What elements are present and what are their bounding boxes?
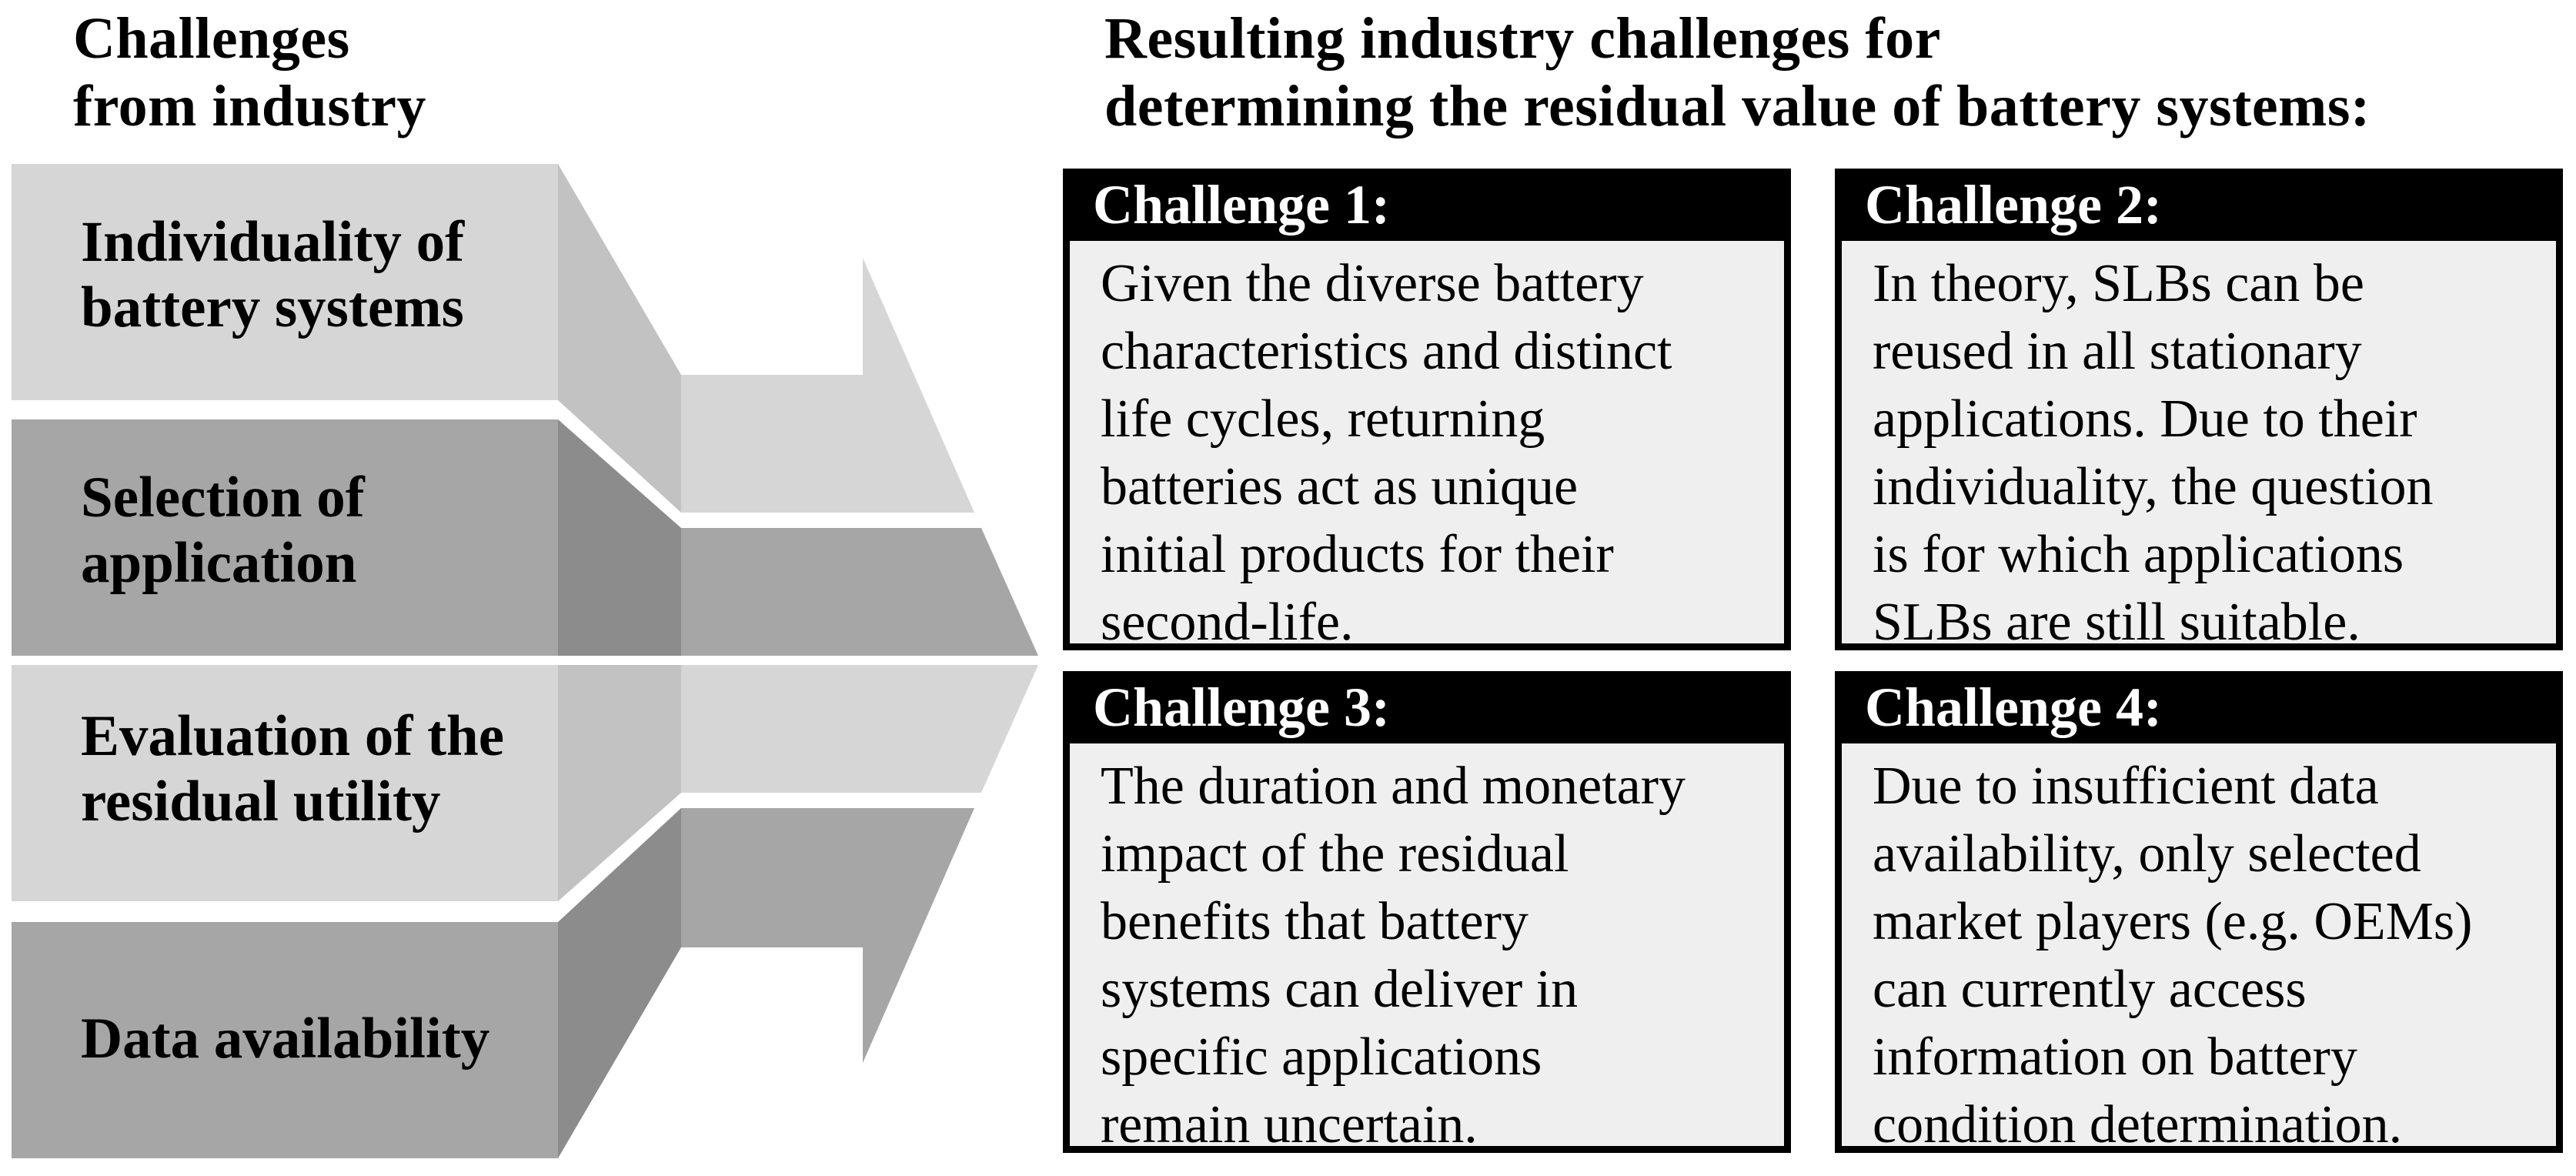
challenge-box-3: Challenge 3: The duration and monetary i… [1063,671,1791,1153]
left-column-title: Challenges from industry [73,6,427,139]
bar-label-individuality: Individuality of battery systems [81,210,465,339]
bevel-individuality [558,164,681,513]
bar-label-selection: Selection of application [81,466,365,595]
bar-label-evaluation: Evaluation of the residual utility [81,704,505,834]
arrow-band-selection [681,528,1038,656]
bar-label-data-availability: Data availability [81,1007,490,1071]
challenge-4-header: Challenge 4: [1865,677,2162,738]
arrow-band-data-availability [681,808,974,1063]
bevel-data-availability [558,808,681,1158]
challenge-box-4: Challenge 4: Due to insufficient data av… [1835,671,2563,1153]
challenge-3-header: Challenge 3: [1093,677,1390,738]
bevel-selection [558,419,681,656]
funnel-arrow-graphic [12,164,1038,1158]
challenge-4-body: Due to insufficient data availability, o… [1842,743,2556,1146]
arrow-band-evaluation [681,665,1038,793]
bar-evaluation [12,665,558,901]
arrow-band-individuality [681,258,974,513]
challenge-box-1: Challenge 1: Given the diverse battery c… [1063,169,1791,650]
challenge-3-body: The duration and monetary impact of the … [1070,743,1784,1146]
right-column-title: Resulting industry challenges for determ… [1104,6,2371,139]
bar-selection [12,419,558,656]
challenge-2-body: In theory, SLBs can be reused in all sta… [1842,241,2556,643]
challenge-box-2: Challenge 2: In theory, SLBs can be reus… [1835,169,2563,650]
bar-individuality [12,164,558,400]
challenge-2-header: Challenge 2: [1865,174,2162,236]
bevel-evaluation [558,665,681,901]
challenge-1-header: Challenge 1: [1093,174,1390,236]
bar-data-availability [12,922,558,1158]
challenge-1-body: Given the diverse battery characteristic… [1070,241,1784,643]
